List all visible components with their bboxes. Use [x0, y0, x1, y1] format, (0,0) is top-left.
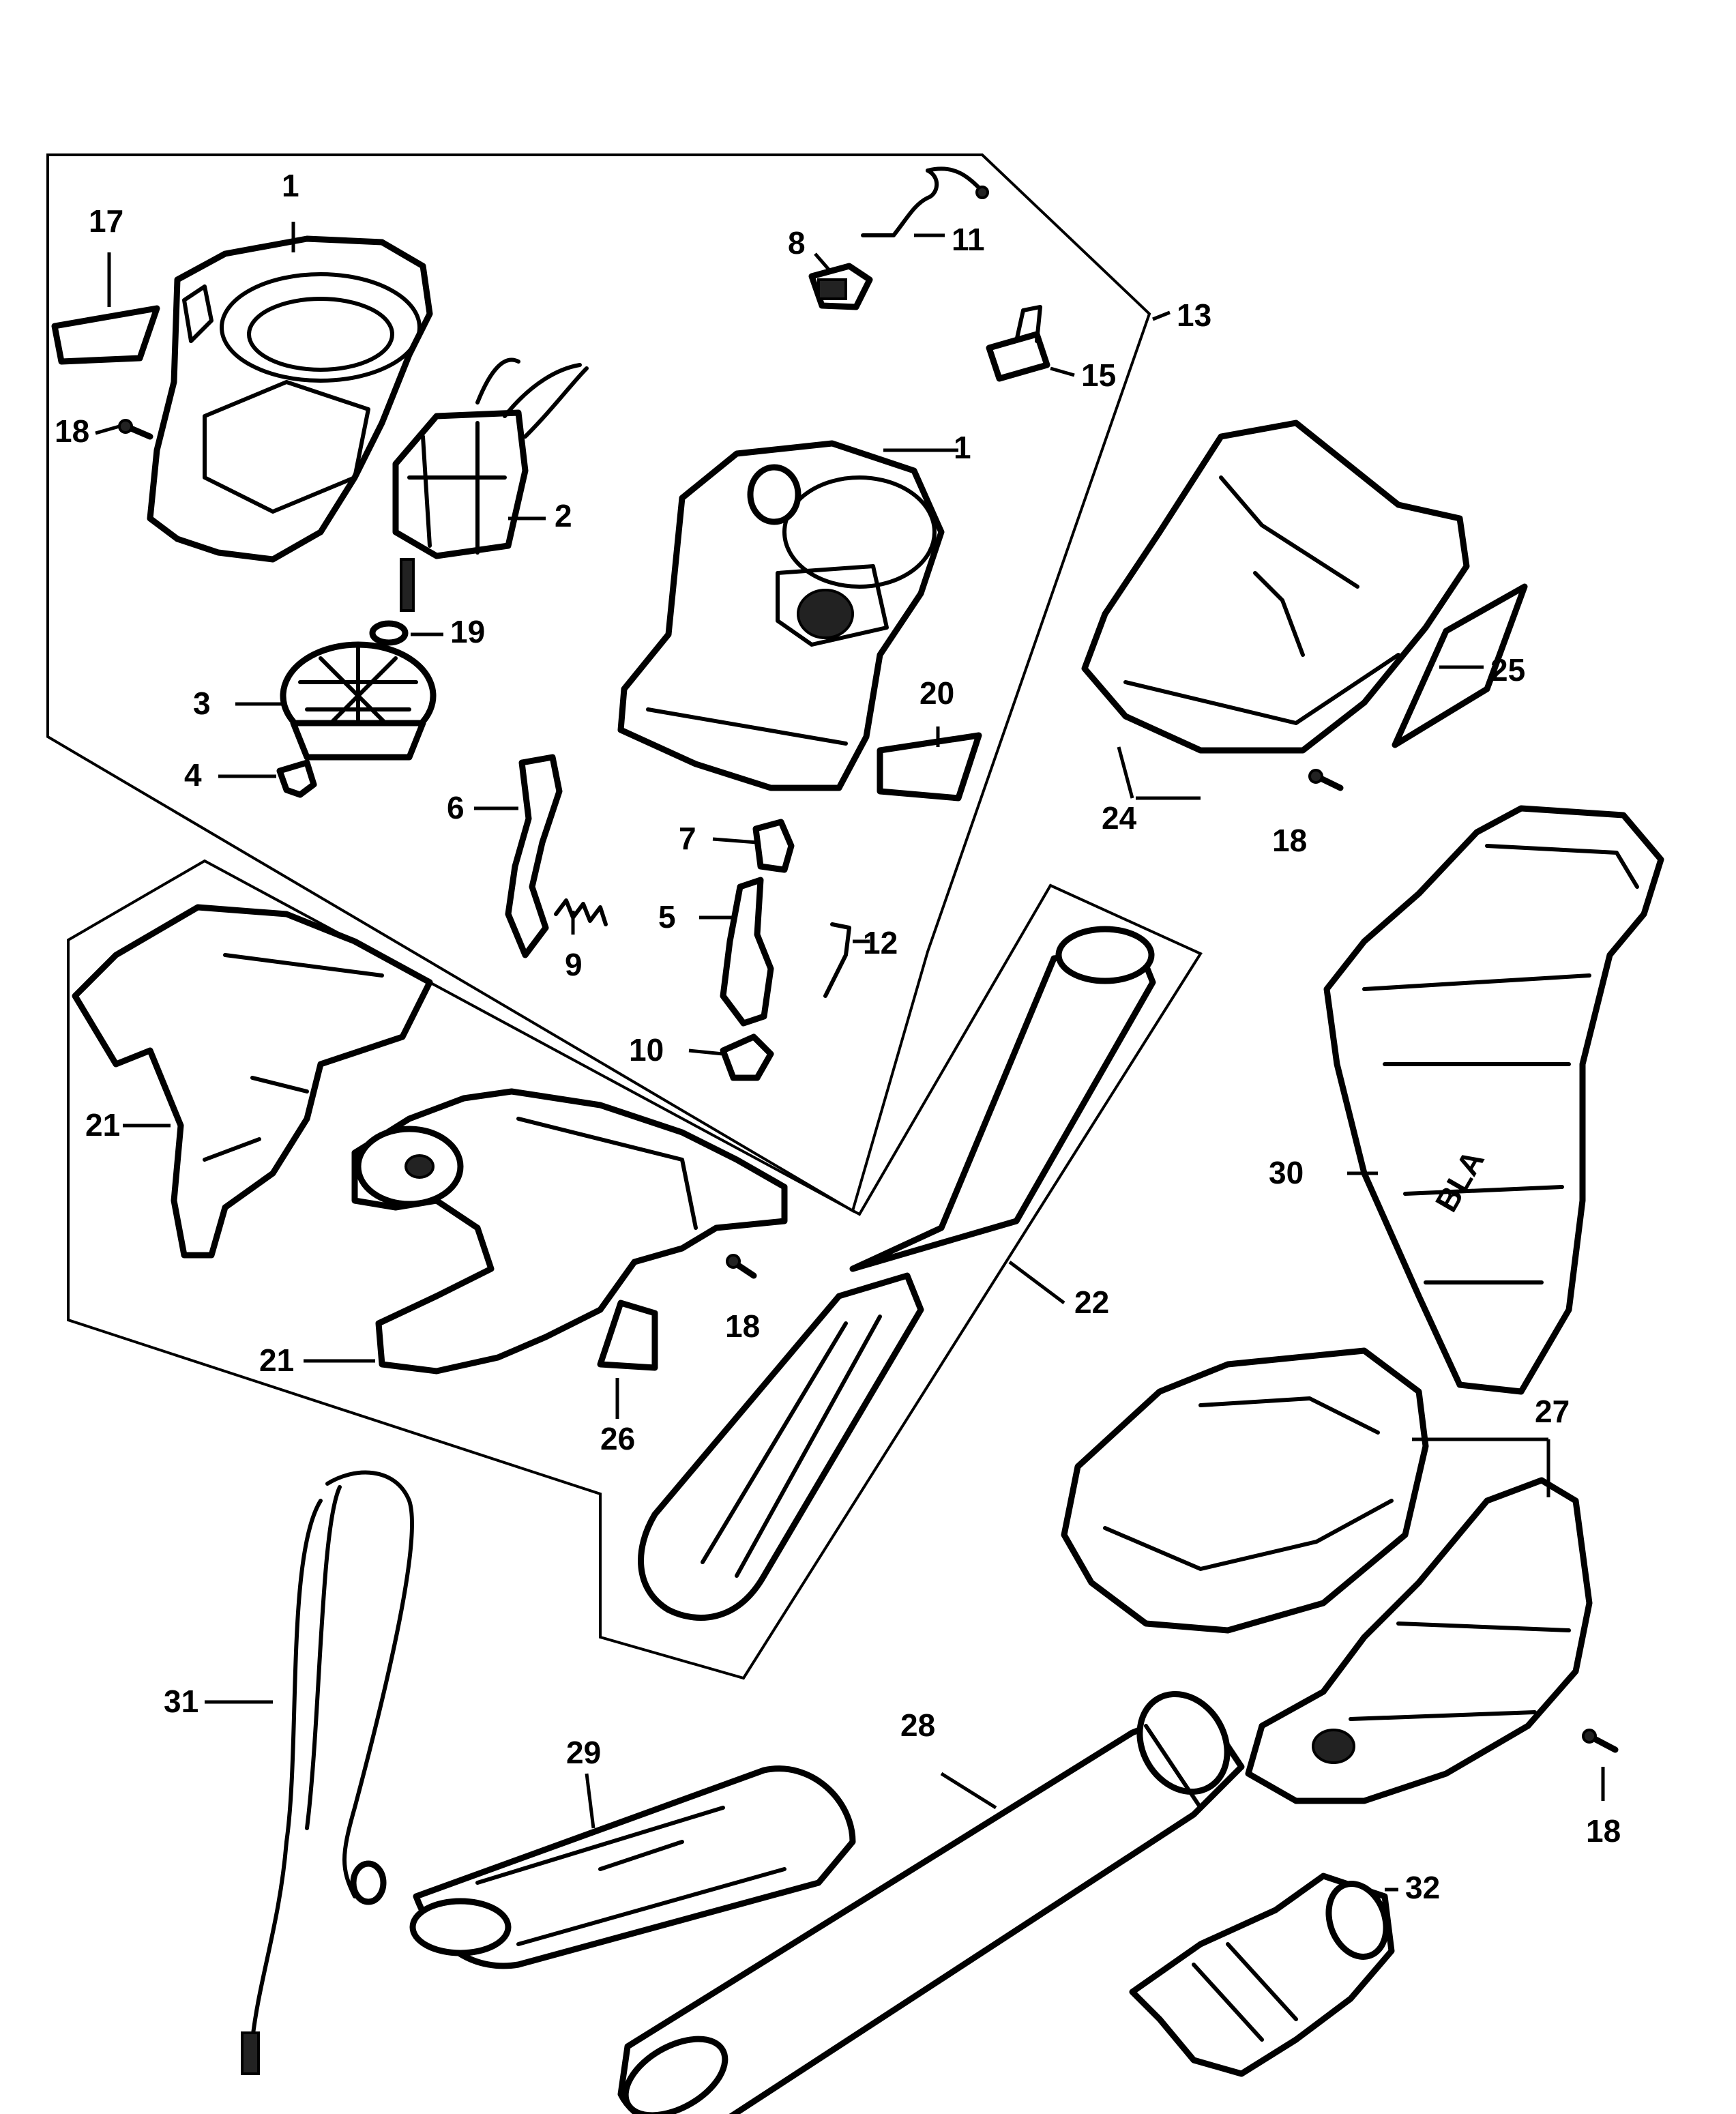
callout-4: 4	[184, 757, 202, 793]
part-31-strap	[241, 1470, 414, 2075]
part-6-lever	[505, 754, 563, 958]
leader-lines	[95, 222, 1605, 1892]
part-24-cover	[1081, 420, 1470, 754]
callout-12: 12	[863, 925, 898, 960]
part-22-handle-tube	[638, 926, 1156, 1621]
callout-10: 10	[629, 1032, 664, 1068]
callout-27: 27	[1535, 1394, 1570, 1429]
callout-18-housing: 18	[1586, 1813, 1621, 1849]
callout-21: 21	[85, 1107, 120, 1143]
callout-26: 26	[600, 1421, 635, 1456]
callout-20: 20	[920, 675, 954, 711]
part-30-bag: BLA	[1323, 805, 1664, 1395]
callout-13: 13	[1177, 297, 1211, 333]
part-5-actuator	[720, 877, 774, 1027]
part-18-screw-a	[118, 419, 153, 440]
handle-tube-assembly-boundary	[67, 859, 1203, 1680]
callout-32: 32	[1405, 1870, 1440, 1905]
part-21-handle-upper	[72, 904, 433, 1259]
part-11-wire	[861, 166, 989, 237]
callout-9: 9	[565, 947, 583, 982]
part-1-housing-left	[147, 235, 433, 563]
callout-22: 22	[1074, 1284, 1109, 1320]
part-18-screw-c	[726, 1254, 757, 1279]
callout-11: 11	[952, 222, 985, 257]
part-1-housing-right	[617, 440, 945, 791]
callout-18: 18	[55, 413, 89, 449]
part-27-housing	[1061, 1347, 1593, 1804]
callout-5: 5	[658, 899, 676, 935]
callout-15: 15	[1081, 357, 1116, 393]
part-7-clip	[752, 819, 795, 873]
part-32-adapter	[1129, 1873, 1395, 2077]
callout-3: 3	[193, 686, 211, 721]
callout-19: 19	[450, 614, 485, 649]
callout-7: 7	[679, 821, 696, 856]
callout-1: 1	[282, 168, 299, 203]
callout-25: 25	[1490, 652, 1525, 688]
part-21-handle-lower	[351, 1088, 788, 1375]
callout-1-right: 1	[954, 430, 971, 465]
part-17-label	[51, 305, 160, 365]
callout-30: 30	[1269, 1155, 1304, 1190]
callout-labels: 1 17 8 11 13 15 18 1 2 19 25 3 20 4 6 24…	[55, 168, 1621, 1905]
part-3-fan	[280, 641, 437, 761]
part-12-pin	[823, 922, 851, 998]
motor-housing-assembly-boundary	[46, 153, 1151, 1214]
part-8-switch	[808, 263, 873, 310]
callout-18-cover: 18	[1272, 823, 1307, 858]
part-4-nut	[276, 759, 317, 798]
part-29-nozzle	[409, 1765, 856, 1969]
part-15-capacitor	[986, 305, 1050, 382]
callout-2: 2	[555, 498, 572, 533]
callout-6: 6	[447, 790, 465, 825]
part-10-clip	[720, 1033, 774, 1081]
callout-18-handle: 18	[725, 1308, 760, 1344]
callout-29: 29	[566, 1735, 601, 1770]
callout-17: 17	[89, 203, 123, 239]
part-9-spring	[554, 898, 608, 926]
callout-24: 24	[1102, 800, 1137, 836]
part-20-label	[877, 732, 982, 802]
part-26-label	[597, 1300, 658, 1371]
part-2-motor	[392, 357, 589, 612]
part-19-washer	[369, 620, 409, 646]
callout-21-lower: 21	[259, 1342, 294, 1378]
part-18-screw-d	[1582, 1729, 1619, 1753]
callout-28: 28	[900, 1707, 935, 1743]
part-18-screw-b	[1308, 769, 1344, 791]
part-28-tube	[617, 1690, 1245, 2114]
callout-31: 31	[164, 1684, 198, 1719]
callout-8: 8	[788, 225, 806, 261]
